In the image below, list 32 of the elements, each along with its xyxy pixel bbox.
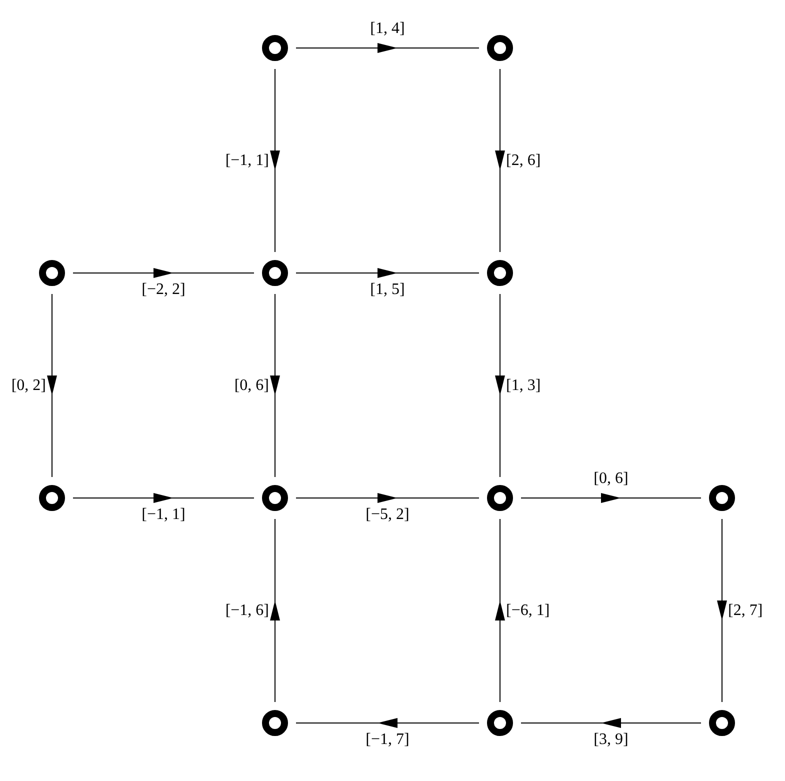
- edge-label: [3, 9]: [592, 730, 630, 750]
- edge-label: [−1, 1]: [225, 150, 269, 170]
- edge-label: [−5, 2]: [364, 505, 410, 525]
- edge-label: [0, 6]: [592, 469, 630, 489]
- edge-label: [2, 7]: [728, 600, 763, 620]
- arrow: [495, 518, 505, 702]
- edge-label: [1, 5]: [369, 280, 406, 300]
- arrow: [296, 268, 480, 278]
- edge-label: [0, 6]: [234, 376, 269, 396]
- arrow: [520, 718, 702, 728]
- arrow: [270, 294, 280, 478]
- edge-label: [1, 3]: [506, 376, 541, 396]
- arrow: [270, 68, 280, 252]
- edge-label: [−1, 6]: [225, 600, 269, 620]
- arrow: [72, 268, 254, 278]
- arrow: [495, 294, 505, 478]
- edge-label: [0, 2]: [11, 376, 46, 396]
- arrow: [296, 43, 480, 53]
- edge-label: [−1, 7]: [364, 730, 410, 750]
- arrow: [47, 294, 57, 478]
- edge-label: [−2, 2]: [140, 280, 186, 300]
- arrow: [495, 68, 505, 252]
- arrow: [270, 518, 280, 702]
- arrow: [72, 493, 254, 503]
- edge-label: [−6, 1]: [506, 600, 550, 620]
- edge-label: [−1, 1]: [140, 505, 186, 525]
- edge-label: [2, 6]: [506, 150, 541, 170]
- edge-label: [1, 4]: [369, 19, 406, 39]
- arrow: [520, 493, 702, 503]
- arrow: [296, 493, 480, 503]
- arrow: [717, 518, 727, 702]
- arrow: [296, 718, 480, 728]
